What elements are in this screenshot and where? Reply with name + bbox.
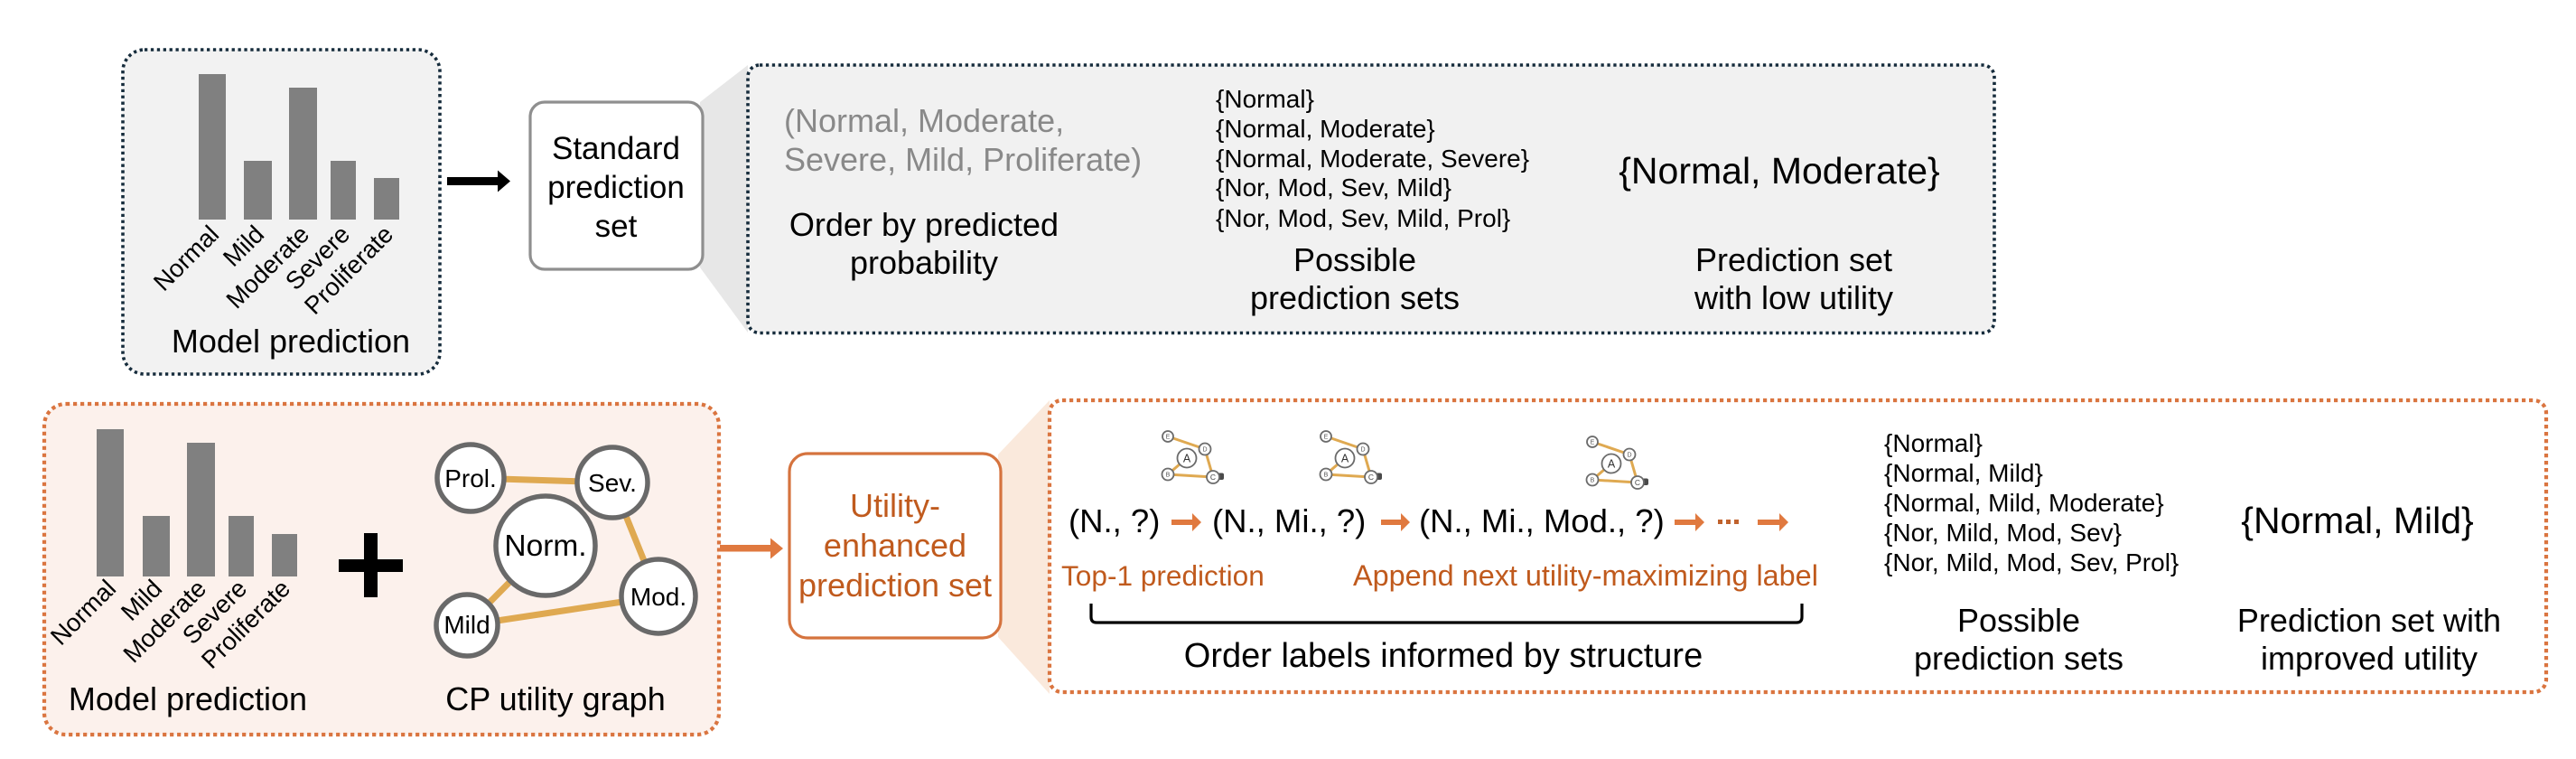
svg-text:{Normal, Mild}: {Normal, Mild} [1884,459,2043,487]
svg-text:Norm.: Norm. [504,529,586,563]
svg-text:{Normal, Mild, Moderate}: {Normal, Mild, Moderate} [1884,489,2164,517]
svg-text:Model prediction: Model prediction [172,323,410,360]
svg-text:Prediction set: Prediction set [1695,241,1892,278]
svg-text:Top-1 prediction: Top-1 prediction [1061,559,1265,592]
svg-text:with low utility: with low utility [1694,279,1893,316]
svg-text:Order by predicted: Order by predicted [789,206,1059,243]
svg-text:{Nor, Mild, Mod, Sev}: {Nor, Mild, Mod, Sev} [1884,519,2122,547]
svg-text:probability: probability [850,244,998,281]
svg-text:Possible: Possible [1957,602,2080,639]
svg-text:(N., Mi., ?): (N., Mi., ?) [1212,502,1366,539]
svg-text:Prol.: Prol. [444,464,497,492]
svg-text:Mod.: Mod. [630,583,686,611]
svg-text:CP utility graph: CP utility graph [445,680,665,717]
svg-text:{Normal, Mild}: {Normal, Mild} [2241,500,2473,541]
svg-text:B: B [1166,473,1171,479]
svg-text:prediction sets: prediction sets [1914,640,2123,677]
svg-text:(N., ?): (N., ?) [1069,502,1160,539]
svg-text:set: set [595,209,638,244]
svg-text:Possible: Possible [1293,241,1416,278]
svg-text:Standard: Standard [552,131,680,166]
svg-text:{Normal, Moderate}: {Normal, Moderate} [1619,150,1940,192]
svg-text:{Nor, Mild, Mod, Sev, Prol}: {Nor, Mild, Mod, Sev, Prol} [1884,548,2179,576]
svg-text:Mild: Mild [443,611,490,639]
svg-text:A: A [1183,453,1191,465]
svg-text:(N., Mi., Mod., ?): (N., Mi., Mod., ?) [1419,502,1665,539]
svg-text:Append next utility-maximizing: Append next utility-maximizing label [1353,559,1818,592]
svg-text:Severe, Mild, Proliferate): Severe, Mild, Proliferate) [784,141,1142,178]
svg-text:prediction sets: prediction sets [1250,279,1460,316]
svg-text:D: D [1202,447,1207,454]
svg-text:enhanced: enhanced [824,527,966,564]
svg-text:Model prediction: Model prediction [69,680,307,717]
svg-text:{Normal}: {Normal} [1884,429,1983,457]
svg-text:{Normal, Moderate, Severe}: {Normal, Moderate, Severe} [1216,145,1529,173]
svg-text:prediction: prediction [547,170,685,205]
svg-text:improved utility: improved utility [2261,640,2478,677]
svg-text:{Normal}: {Normal} [1216,85,1314,113]
svg-text:Utility-: Utility- [850,487,940,524]
svg-text:(Normal, Moderate,: (Normal, Moderate, [784,102,1064,139]
svg-text:{Nor, Mod, Sev, Mild, Prol}: {Nor, Mod, Sev, Mild, Prol} [1216,204,1510,232]
svg-text:E: E [1166,435,1171,441]
svg-text:Order labels informed by struc: Order labels informed by structure [1184,637,1703,675]
svg-text:Sev.: Sev. [588,469,637,497]
svg-text:C: C [1210,473,1216,482]
svg-text:{Nor, Mod, Sev, Mild}: {Nor, Mod, Sev, Mild} [1216,173,1451,201]
svg-text:{Normal, Moderate}: {Normal, Moderate} [1216,115,1435,143]
svg-text:prediction set: prediction set [798,567,992,604]
svg-text:Prediction set with: Prediction set with [2237,602,2501,639]
